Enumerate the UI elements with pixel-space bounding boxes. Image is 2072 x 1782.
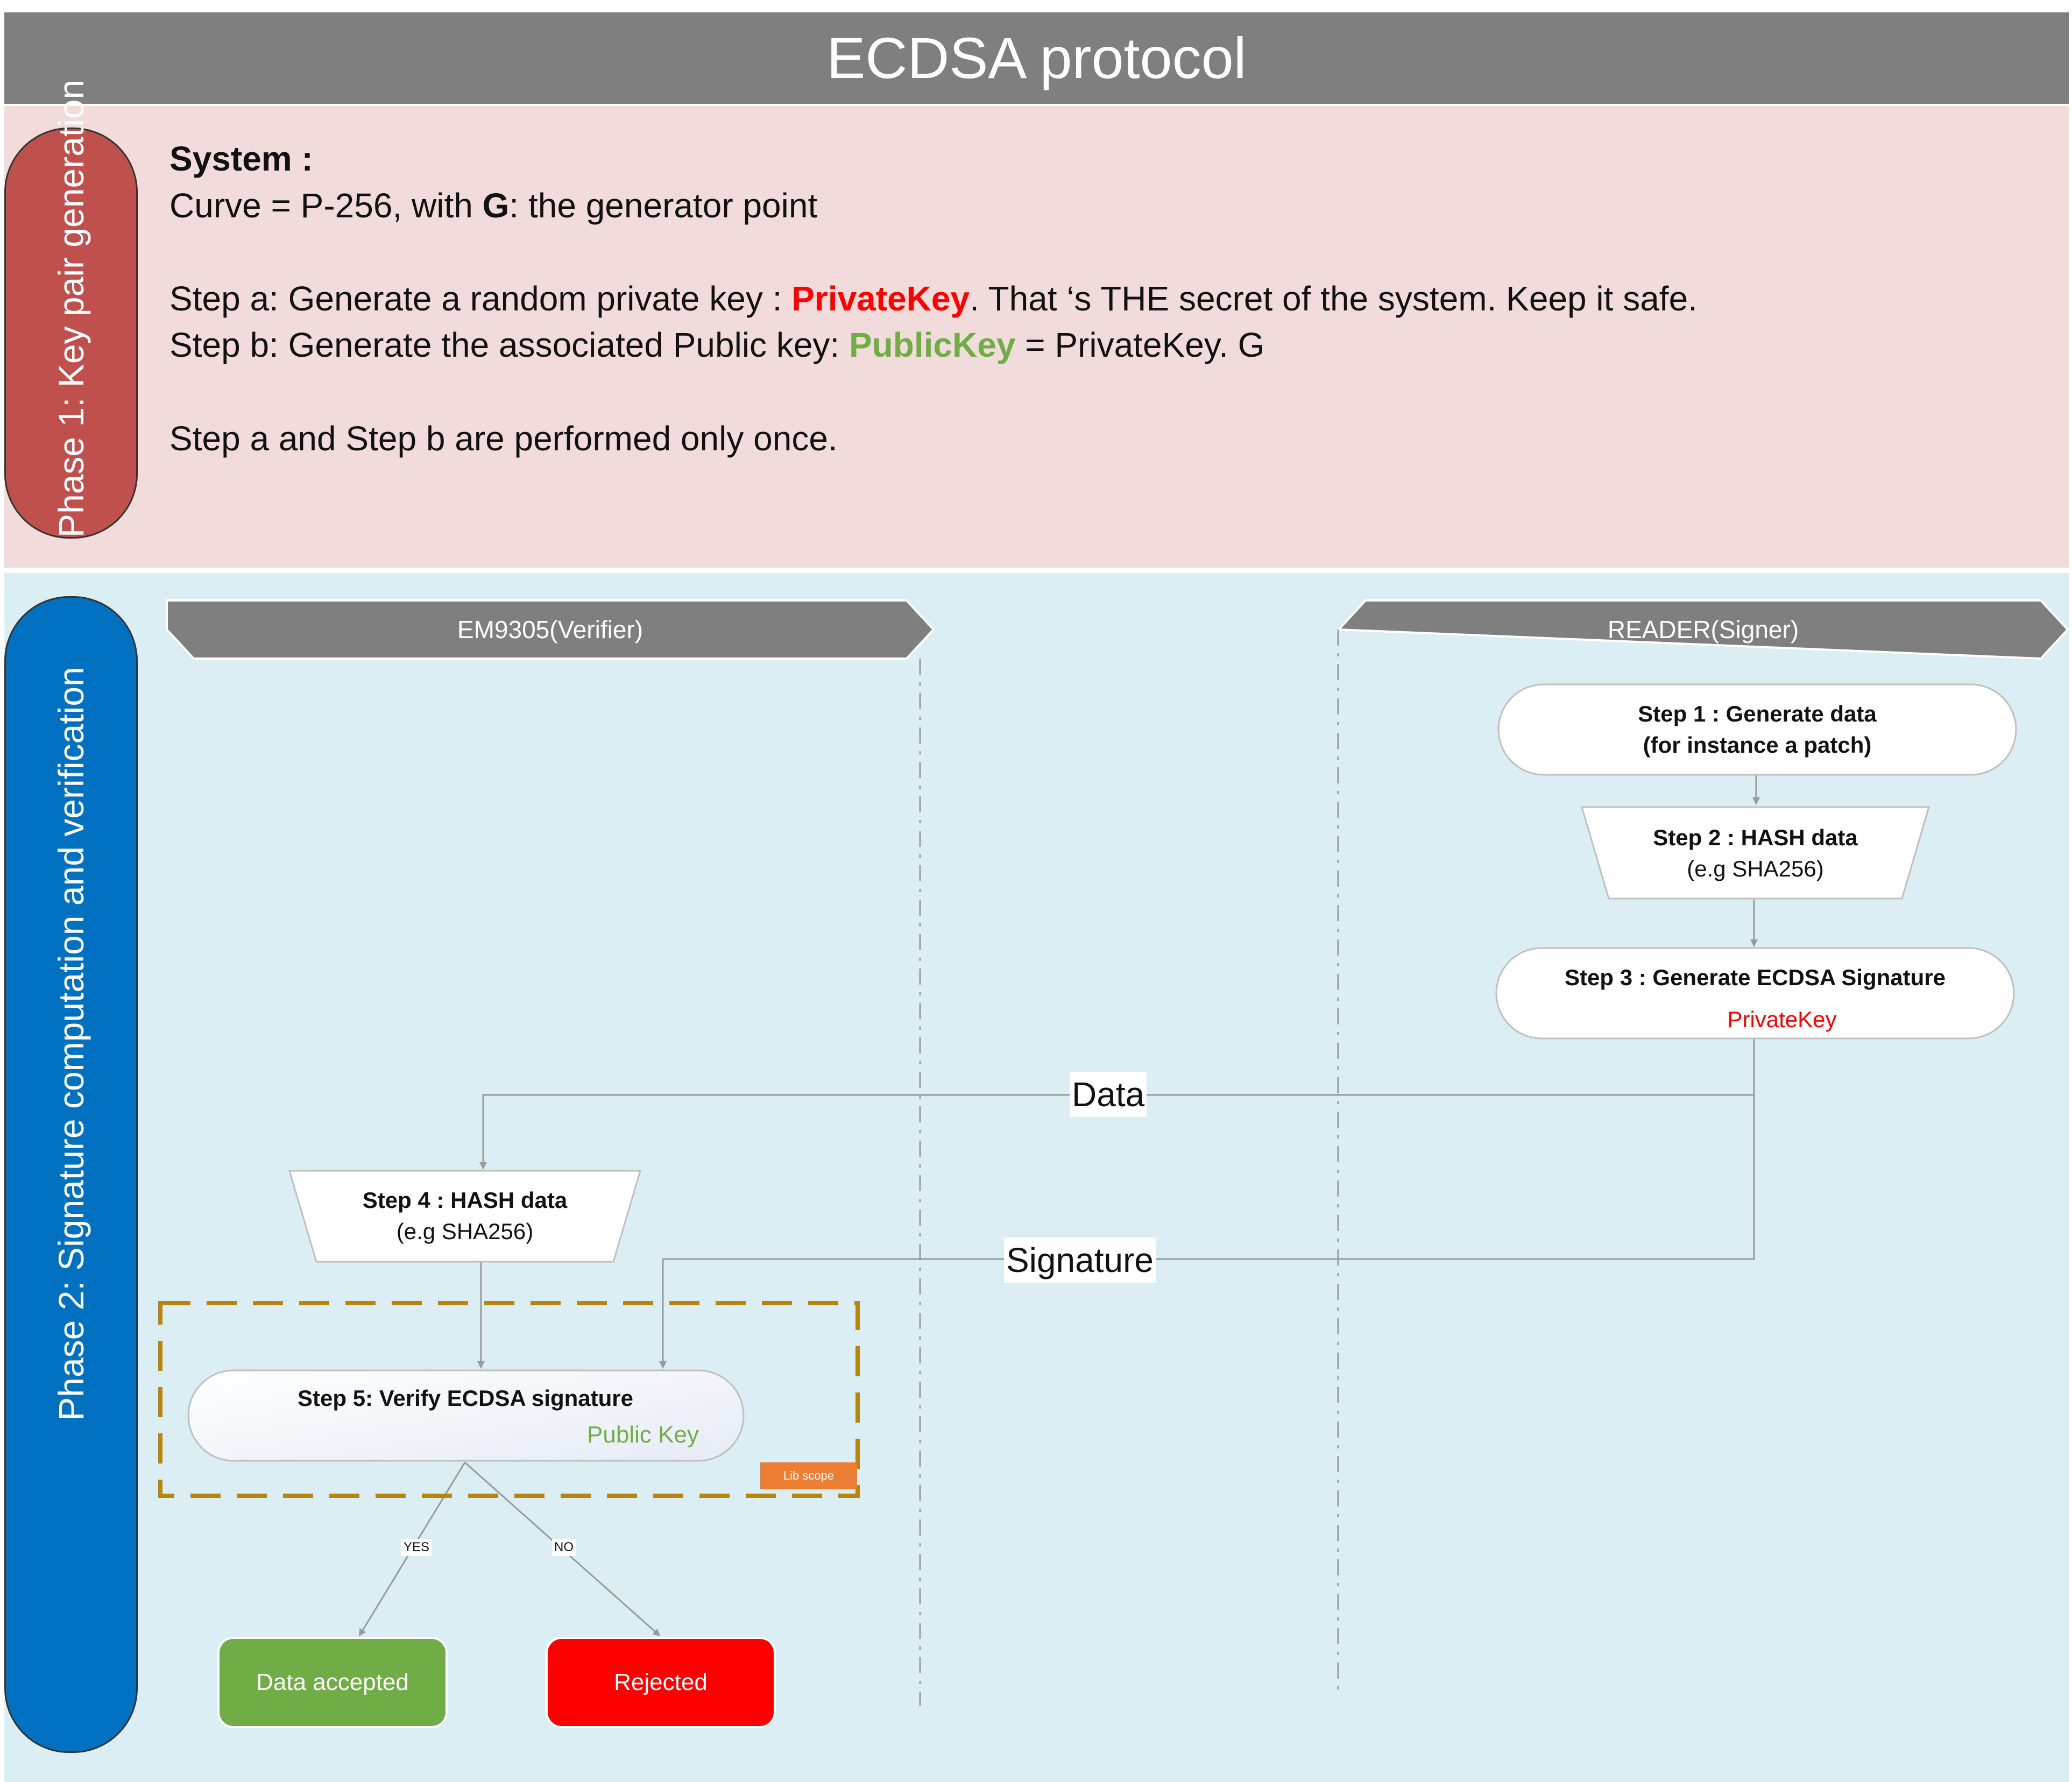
step1-line2: (for instance a patch) <box>1643 732 1872 758</box>
step4-title: Step 4 : HASH data <box>362 1187 568 1213</box>
lib-scope-box <box>158 1301 860 1498</box>
curve-suffix: : the generator point <box>509 186 818 225</box>
step5-title: Step 5: Verify ECDSA signature <box>298 1385 633 1411</box>
rejected-node <box>546 1637 776 1728</box>
step2-node <box>1580 806 1930 900</box>
signature-connector-label: Signature <box>1004 1237 1156 1283</box>
step2-text: Step 2 : HASH data (e.g SHA256) <box>1582 822 1929 885</box>
phase2-tab <box>4 596 138 1753</box>
step4-sub: (e.g SHA256) <box>396 1219 534 1244</box>
curve-line: Curve = P-256, with G: the generator poi… <box>169 186 817 225</box>
title-bar: ECDSA protocol <box>4 12 2069 104</box>
step-b-suffix: = PrivateKey. G <box>1015 326 1265 364</box>
lane-header-signer <box>1336 599 2069 660</box>
step1-line1: Step 1 : Generate data <box>1638 701 1877 726</box>
step3-title: Step 3 : Generate ECDSA Signature <box>1565 965 1946 990</box>
rejected-label: Rejected <box>614 1669 708 1695</box>
step-a-private-key: PrivateKey <box>791 279 970 318</box>
step-a-prefix: Step a: Generate a random private key : <box>169 279 792 318</box>
step-b-public-key: PublicKey <box>848 326 1016 364</box>
step2-sub: (e.g SHA256) <box>1687 856 1824 881</box>
step1-node <box>1497 683 2017 776</box>
no-label: NO <box>552 1539 576 1556</box>
data-connector-label: Data <box>1070 1072 1147 1117</box>
lane-verifier-label: EM9305(Verifier) <box>457 616 643 643</box>
lane-header-verifier <box>166 599 935 660</box>
step3-private-key: PrivateKey <box>1727 1007 1837 1032</box>
once-note: Step a and Step b are performed only onc… <box>169 419 838 458</box>
lib-scope-label: Lib scope <box>783 1469 835 1482</box>
step2-title: Step 2 : HASH data <box>1653 825 1858 850</box>
step-a-line: Step a: Generate a random private key : … <box>169 279 1698 319</box>
step3-node <box>1495 947 2015 1040</box>
step5-node <box>187 1369 745 1462</box>
lane-signer-label: READER(Signer) <box>1607 616 1799 643</box>
step-b-prefix: Step b: Generate the associated Public k… <box>169 326 849 364</box>
step5-public-key: Public Key <box>587 1422 699 1448</box>
lib-scope-badge <box>760 1462 857 1489</box>
curve-generator: G <box>482 186 510 225</box>
phase1-panel <box>4 106 2069 568</box>
system-heading: System : <box>169 139 313 178</box>
accepted-label: Data accepted <box>256 1669 409 1695</box>
step1-text: Step 1 : Generate data (for instance a p… <box>1498 698 2016 761</box>
connector-signature <box>659 1095 1755 1369</box>
yes-label: YES <box>401 1539 432 1556</box>
phase1-tab <box>4 128 138 539</box>
curve-prefix: Curve = P-256, with <box>169 186 483 225</box>
step-a-suffix: . That ‘s THE secret of the system. Keep… <box>970 279 1698 318</box>
step-b-line: Step b: Generate the associated Public k… <box>169 325 1264 365</box>
page-title: ECDSA protocol <box>826 25 1247 90</box>
step4-text: Step 4 : HASH data (e.g SHA256) <box>289 1185 640 1247</box>
accepted-node <box>217 1637 448 1728</box>
step4-node <box>288 1170 642 1263</box>
